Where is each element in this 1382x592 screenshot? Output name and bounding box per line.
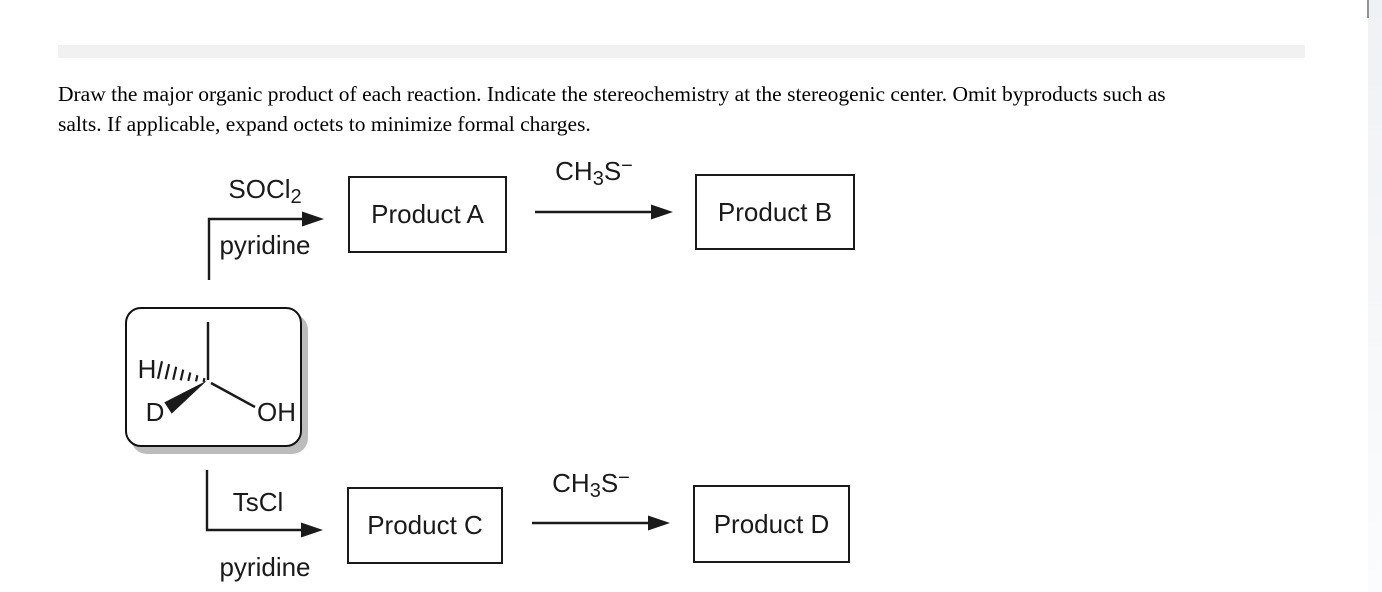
starting-material-structure: H D OH	[138, 322, 296, 427]
solid-wedge-d-bond	[164, 380, 207, 414]
nucleophile-subscript-3: 3	[589, 480, 601, 502]
product-d-box: Product D	[693, 485, 850, 563]
h-atom-label: H	[138, 354, 157, 384]
page-edge-top-line	[1367, 0, 1369, 18]
instruction-line-2: salts. If applicable, expand octets to m…	[58, 112, 591, 136]
product-a-box: Product A	[348, 176, 507, 253]
nucleophile-ch3s-top-label: CH3S−	[533, 155, 655, 189]
arrowhead-top	[302, 211, 324, 227]
solvent-pyridine-top-label: pyridine	[219, 230, 311, 260]
reagent-socl2-subscript: 2	[290, 186, 302, 208]
hashed-wedge-h-bond	[156, 360, 206, 383]
page-edge-strip	[1368, 0, 1382, 592]
product-c-box: Product C	[347, 487, 503, 564]
product-b-label: Product B	[717, 196, 833, 227]
starting-material-box: H D OH	[125, 307, 302, 447]
reagent-socl2-main: SOCl	[228, 174, 291, 204]
arrowhead-a-to-b	[651, 204, 673, 220]
top-divider-bar	[58, 45, 1305, 58]
nucleophile-minus-charge: −	[621, 155, 633, 177]
nucleophile-ch3s-bottom-label: CH3S−	[530, 467, 652, 501]
nucleophile-ch: CH	[552, 468, 590, 498]
reagent-socl2-label: SOCl2	[185, 174, 345, 207]
instruction-text: Draw the major organic product of each r…	[58, 79, 1348, 139]
product-d-label: Product D	[713, 508, 830, 539]
solvent-pyridine-bottom-label: pyridine	[219, 552, 311, 582]
nucleophile-minus-charge: −	[618, 467, 630, 489]
nucleophile-s: S	[600, 468, 619, 498]
arrow-top-l-shape	[207, 217, 306, 280]
reagent-tscl-label: TsCl	[232, 487, 284, 517]
reaction-scheme: H D OH SOCl2 pyridine CH3S− Product A Pr…	[0, 140, 1382, 592]
arrowhead-bottom	[301, 522, 323, 538]
arrowhead-c-to-d	[648, 515, 670, 531]
nucleophile-ch: CH	[555, 156, 593, 186]
nucleophile-s: S	[603, 156, 622, 186]
reaction-arrows	[205, 204, 673, 538]
product-b-box: Product B	[695, 174, 855, 250]
product-c-label: Product C	[367, 510, 483, 540]
arrow-bottom-l-shape	[205, 470, 305, 532]
instruction-line-1: Draw the major organic product of each r…	[58, 82, 1166, 106]
oh-bond	[210, 381, 256, 409]
product-a-label: Product A	[371, 199, 484, 229]
d-atom-label: D	[146, 397, 165, 427]
nucleophile-subscript-3: 3	[592, 168, 604, 190]
oh-group-label: OH	[257, 397, 296, 427]
